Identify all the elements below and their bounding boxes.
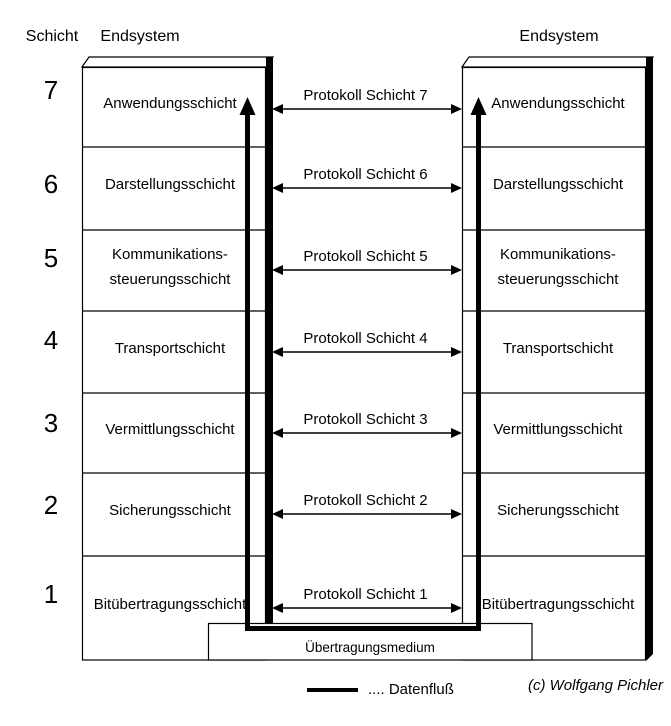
protocol-arrow-1 bbox=[272, 603, 462, 613]
protocol-arrow-7 bbox=[272, 104, 462, 114]
left-layer-label-6: Darstellungsschicht bbox=[104, 176, 236, 193]
right-layer-label-5: Kommunikations- steuerungsschicht bbox=[497, 245, 619, 288]
schicht-column-header: Schicht bbox=[25, 28, 79, 45]
left-layer-label-4: Transportschicht bbox=[114, 339, 226, 357]
left-box-layer-separators bbox=[83, 146, 266, 557]
copyright-text: (c) Wolfgang Pichler bbox=[527, 677, 664, 694]
legend-datenfluss-label: .... Datenfluß bbox=[368, 681, 454, 698]
left-layer-label-5: Kommunikations- steuerungsschicht bbox=[109, 245, 231, 288]
protocol-label-3: Protokoll Schicht 3 bbox=[303, 411, 428, 428]
protocol-label-5: Protokoll Schicht 5 bbox=[303, 248, 428, 265]
left-endsystem-box bbox=[80, 56, 275, 661]
protocol-label-1: Protokoll Schicht 1 bbox=[303, 586, 428, 603]
layer-number-4: 4 bbox=[43, 325, 59, 355]
endsystem-left-header: Endsystem bbox=[100, 28, 180, 45]
protocol-arrow-4 bbox=[272, 347, 462, 357]
left-box-shadow-edge bbox=[266, 57, 273, 660]
left-layer-label-7: Anwendungsschicht bbox=[103, 94, 237, 112]
right-layer-label-1: Bitübertragungsschicht bbox=[481, 595, 635, 613]
right-box-shadow-edge bbox=[646, 57, 653, 661]
uebertragungsmedium-label: Übertragungsmedium bbox=[305, 640, 435, 655]
legend-line-sample bbox=[307, 688, 358, 692]
layer-number-7: 7 bbox=[43, 75, 59, 105]
right-layer-label-4: Transportschicht bbox=[502, 339, 614, 357]
protocol-label-4: Protokoll Schicht 4 bbox=[303, 330, 428, 347]
protocol-label-6: Protokoll Schicht 6 bbox=[303, 166, 428, 183]
protocol-label-7: Protokoll Schicht 7 bbox=[303, 87, 428, 104]
protocol-arrow-6 bbox=[272, 183, 462, 193]
endsystem-right-header: Endsystem bbox=[519, 28, 599, 45]
protocol-arrow-3 bbox=[272, 428, 462, 438]
right-layer-label-6: Darstellungsschicht bbox=[492, 176, 624, 193]
layer-number-1: 1 bbox=[43, 579, 59, 609]
right-layer-label-2: Sicherungsschicht bbox=[497, 502, 619, 519]
datenfluss-bottom-line bbox=[245, 626, 481, 631]
left-layer-label-2: Sicherungsschicht bbox=[109, 502, 231, 519]
datenfluss-arrowhead-right bbox=[470, 97, 487, 115]
layer-number-3: 3 bbox=[43, 408, 59, 438]
layer-number-6: 6 bbox=[43, 169, 59, 199]
right-layer-label-3: Vermittlungsschicht bbox=[493, 420, 623, 438]
right-endsystem-box bbox=[460, 56, 655, 661]
layer-number-5: 5 bbox=[43, 243, 59, 273]
left-layer-label-3: Vermittlungsschicht bbox=[105, 420, 235, 438]
datenfluss-arrowhead-left bbox=[239, 97, 256, 115]
right-layer-label-7: Anwendungsschicht bbox=[491, 94, 625, 112]
protocol-arrows bbox=[272, 104, 462, 613]
datenfluss-right-line bbox=[476, 113, 481, 631]
datenfluss-path bbox=[239, 97, 487, 631]
right-box-layer-separators bbox=[463, 146, 645, 557]
layer-number-2: 2 bbox=[43, 490, 59, 520]
datenfluss-left-line bbox=[245, 113, 250, 631]
left-layer-label-1: Bitübertragungsschicht bbox=[93, 595, 247, 613]
protocol-label-2: Protokoll Schicht 2 bbox=[303, 492, 428, 509]
protocol-arrow-5 bbox=[272, 265, 462, 275]
protocol-arrow-2 bbox=[272, 509, 462, 519]
